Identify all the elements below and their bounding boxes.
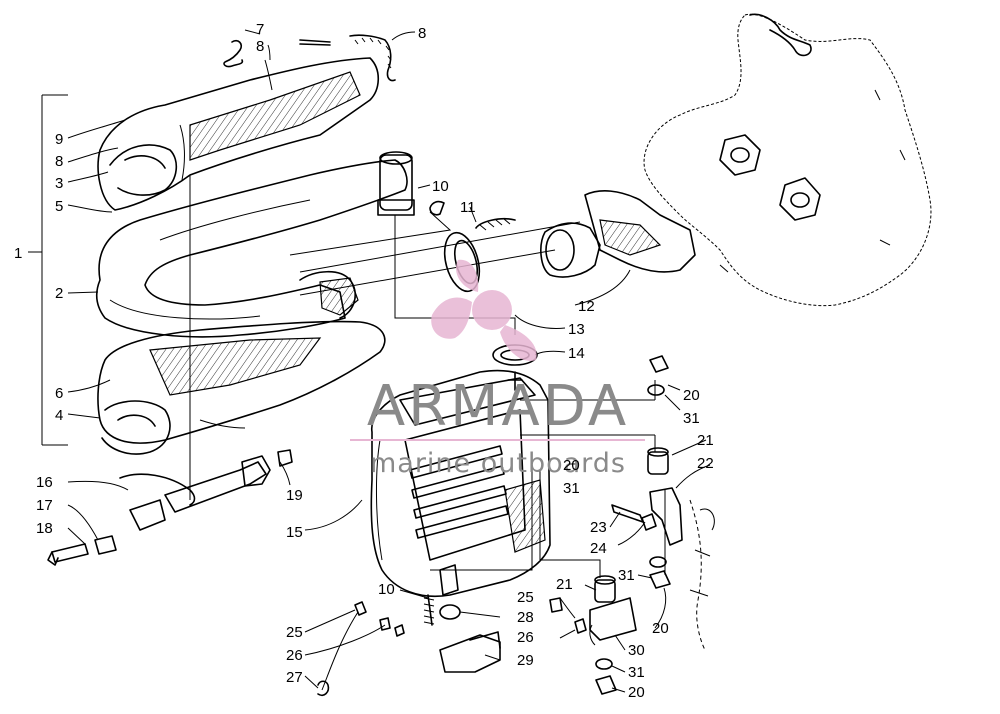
callout-7: 7 <box>256 21 264 38</box>
fasteners-left-bottom <box>317 601 405 697</box>
callout-1: 1 <box>14 245 22 262</box>
callout-19: 19 <box>286 487 303 504</box>
callout-28: 28 <box>517 609 534 626</box>
connectors <box>429 190 696 391</box>
callout-5: 5 <box>55 198 63 215</box>
callout-31-a: 31 <box>683 410 700 427</box>
callout-29: 29 <box>517 652 534 669</box>
callout-27: 27 <box>286 669 303 686</box>
upper-heat-shield <box>97 57 380 211</box>
callout-8-top: 8 <box>256 38 264 55</box>
callout-31-b: 31 <box>563 480 580 497</box>
callout-labels: 1 2 3 4 5 6 7 8 8 8 9 10 10 11 12 13 14 … <box>14 21 714 701</box>
callout-22: 22 <box>697 455 714 472</box>
callout-4: 4 <box>55 407 63 424</box>
callout-21-b: 21 <box>556 576 573 593</box>
callout-18: 18 <box>36 520 53 537</box>
callout-26-right: 26 <box>517 629 534 646</box>
callout-21-a: 21 <box>697 432 714 449</box>
callout-30: 30 <box>628 642 645 659</box>
callout-25-left: 25 <box>286 624 303 641</box>
engine-outline <box>643 13 932 307</box>
mount-bracket-lower <box>423 594 501 673</box>
callout-26-left: 26 <box>286 647 303 664</box>
callout-6: 6 <box>55 385 63 402</box>
armada-watermark: ARMADA marine outboards <box>350 259 645 479</box>
callout-9: 9 <box>55 131 63 148</box>
callout-24: 24 <box>590 540 607 557</box>
watermark-brand: ARMADA <box>367 374 629 439</box>
callout-11: 11 <box>460 199 476 216</box>
logo-blade-right <box>500 325 537 361</box>
watermark-tagline: marine outboards <box>370 448 626 479</box>
callout-10-top: 10 <box>432 178 449 195</box>
callout-17: 17 <box>36 497 53 514</box>
lower-heat-shield <box>97 320 386 455</box>
callout-20-a: 20 <box>683 387 700 404</box>
callout-13: 13 <box>568 321 585 338</box>
callout-3: 3 <box>55 175 63 192</box>
logo-hub <box>472 290 512 330</box>
callout-8-right: 8 <box>418 25 426 42</box>
callout-14: 14 <box>568 345 585 362</box>
callout-20-b: 20 <box>563 457 580 474</box>
callout-15: 15 <box>286 524 303 541</box>
muffler <box>370 369 551 598</box>
armada-logo-propeller <box>431 259 537 361</box>
callout-12: 12 <box>578 298 595 315</box>
callout-31-d: 31 <box>628 664 645 681</box>
mount-assembly-right <box>549 355 715 695</box>
expansion-pipe <box>95 151 415 338</box>
callout-20-c: 20 <box>652 620 669 637</box>
callout-31-c: 31 <box>618 567 635 584</box>
callout-8-left: 8 <box>55 153 63 170</box>
callout-20-d: 20 <box>628 684 645 701</box>
callout-16: 16 <box>36 474 53 491</box>
callout-25-right: 25 <box>517 589 534 606</box>
callout-2: 2 <box>55 285 63 302</box>
callout-10-bottom: 10 <box>378 581 395 598</box>
lower-bracket-assembly <box>47 175 293 566</box>
logo-blade-top <box>456 259 479 292</box>
springs-top <box>223 34 396 91</box>
leader-lines <box>28 29 711 693</box>
logo-blade-left <box>431 297 472 339</box>
callout-23: 23 <box>590 519 607 536</box>
